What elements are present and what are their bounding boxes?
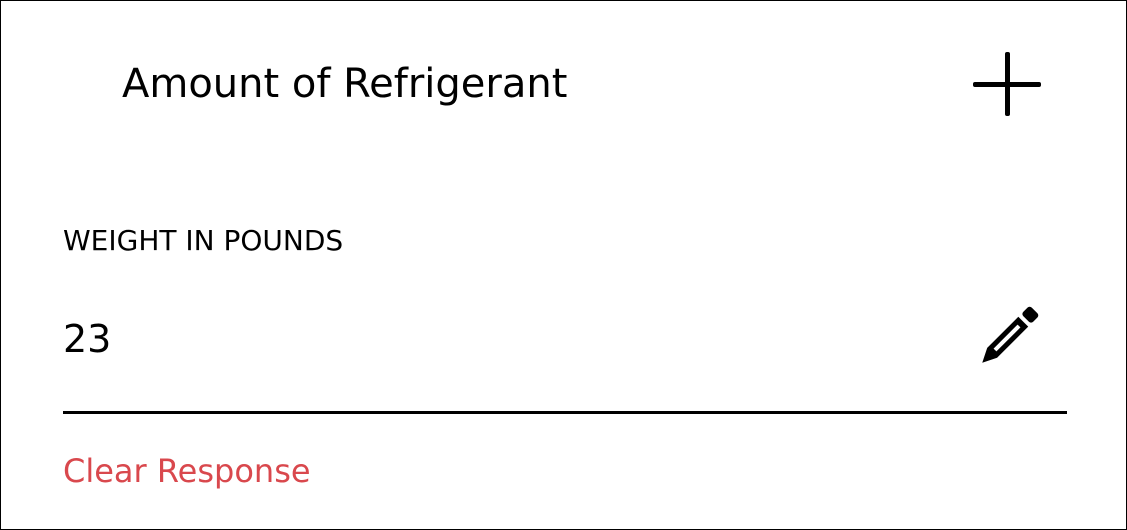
plus-icon[interactable] bbox=[973, 52, 1041, 116]
weight-value[interactable]: 23 bbox=[63, 317, 112, 361]
question-title: Amount of Refrigerant bbox=[122, 61, 568, 107]
field-label: WEIGHT IN POUNDS bbox=[63, 224, 344, 257]
field-underline bbox=[63, 411, 1067, 414]
clear-response-link[interactable]: Clear Response bbox=[63, 452, 311, 490]
pencil-icon[interactable] bbox=[971, 303, 1043, 373]
